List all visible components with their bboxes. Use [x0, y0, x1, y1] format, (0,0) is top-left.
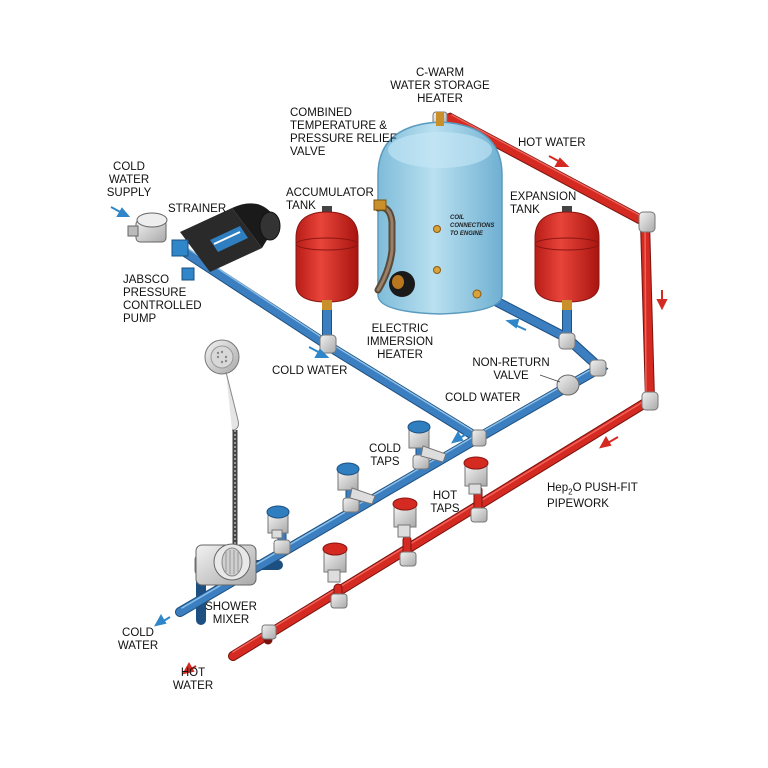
label-cold-water-right: COLD WATER	[445, 392, 521, 404]
label-relief-valve: COMBINED TEMPERATURE & PRESSURE RELIEF V…	[290, 107, 397, 158]
label-immersion: ELECTRIC IMMERSION HEATER	[366, 323, 434, 361]
coil-text-1: COIL	[450, 215, 465, 221]
strainer-icon	[127, 212, 168, 243]
relief-valve	[373, 199, 396, 294]
label-accumulator: ACCUMULATOR TANK	[286, 187, 374, 212]
pipework-line2: PIPEWORK	[547, 498, 609, 511]
hot-tap-2	[392, 497, 418, 538]
shower-mixer	[195, 543, 257, 586]
flow-arrows	[110, 155, 668, 675]
label-pipework: Hep2O PUSH-FIT PIPEWORK	[547, 482, 657, 511]
label-shower-mixer: SHOWER MIXER	[205, 601, 257, 626]
label-strainer: STRAINER	[168, 203, 227, 215]
pipework-prefix: Hep	[547, 482, 569, 494]
shower-head-icon	[204, 339, 240, 431]
label-hot-taps: HOT TAPS	[430, 490, 460, 515]
pipework-suffix: O PUSH-FIT	[572, 482, 638, 494]
coil-text-2: CONNECTIONS	[450, 223, 494, 229]
label-hot-water-out: HOT WATER	[172, 667, 214, 692]
label-cold-water-out: COLD WATER	[117, 627, 159, 652]
label-cold-supply: COLD WATER SUPPLY	[106, 161, 152, 199]
hot-tap-1	[322, 542, 348, 583]
expansion-tank	[534, 206, 600, 310]
label-pump: JABSCO PRESSURE CONTROLLED PUMP	[123, 274, 202, 325]
hot-tap-3	[463, 456, 489, 495]
accumulator-tank	[295, 206, 359, 310]
cold-tap-1	[266, 505, 290, 539]
cold-tap-2	[336, 462, 376, 505]
immersion-heater	[389, 271, 415, 297]
label-cold-water-mid: COLD WATER	[272, 365, 348, 377]
coil-text-3: TO ENGINE	[450, 231, 484, 237]
label-non-return: NON-RETURN VALVE	[472, 357, 550, 382]
pipework-sub: 2	[568, 487, 573, 497]
pump-icon	[171, 203, 281, 281]
cold-tap-3	[407, 420, 447, 463]
label-heater: C-WARM WATER STORAGE HEATER	[390, 67, 490, 105]
label-cold-taps: COLD TAPS	[369, 443, 401, 468]
label-hot-water-top: HOT WATER	[518, 137, 586, 149]
non-return-valve	[556, 374, 580, 396]
water-storage-heater: COIL CONNECTIONS TO ENGINE	[377, 112, 503, 315]
label-expansion: EXPANSION TANK	[510, 191, 577, 216]
